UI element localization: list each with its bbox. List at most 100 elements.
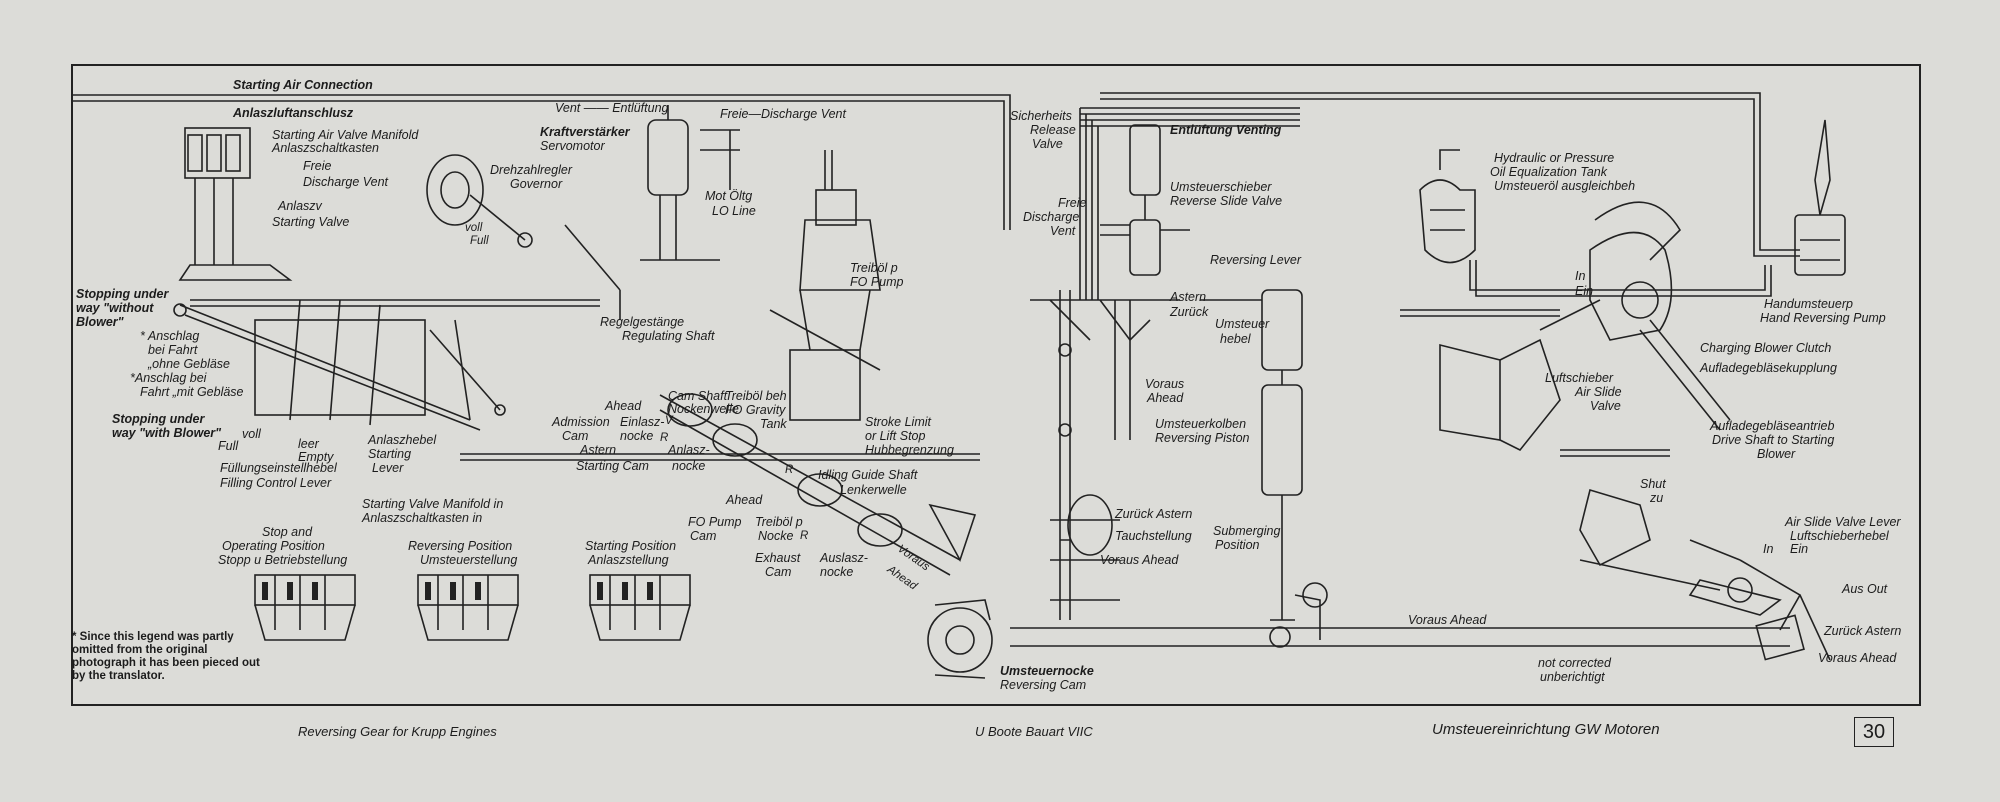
label-hydraulic-3: Umsteueröl ausgleichbeh <box>1494 179 1636 193</box>
label-anlasz-nocke: nocke <box>672 459 706 473</box>
label-reversing-position-1: Reversing Position <box>408 539 513 553</box>
regulating-shaft <box>190 299 600 307</box>
page-number: 30 <box>1854 717 1894 747</box>
label-reversing-position-2: Umsteuerstellung <box>420 553 518 567</box>
cam-shaft <box>659 394 961 576</box>
label-in-1: In <box>1575 269 1586 283</box>
label-fo-pump: FO Pump <box>850 275 904 289</box>
label-starting-air-valve-manifold: Starting Air Valve Manifold <box>272 128 419 142</box>
label-anlaszluftanschlusz: Anlaszluftanschlusz <box>233 106 354 120</box>
label-auslasz-nocke: nocke <box>820 565 854 579</box>
label-zuruck-1: Zurück <box>1170 305 1209 319</box>
label-aus-out: Aus Out <box>1842 582 1888 596</box>
label-drehzahlregler: Drehzahlregler <box>490 163 572 177</box>
label-starting-position-2: Anlaszstellung <box>588 553 669 567</box>
servomotor <box>647 119 689 196</box>
reversing-shaft <box>1010 627 1790 647</box>
label-cam-shaft: Cam Shaft <box>668 389 728 403</box>
label-umsteuerkolben: Umsteuerkolben <box>1155 417 1247 431</box>
label-zuruck-astern-2: Zurück Astern <box>1824 624 1902 638</box>
label-r-1: R <box>660 432 669 444</box>
label-nockenwelle: Nockenwelle <box>668 402 739 416</box>
label-handumsteuerp: Handumsteuerp <box>1764 297 1853 311</box>
label-r-2: R <box>785 464 794 476</box>
label-admission-cam: Cam <box>562 429 589 443</box>
label-lenkerwelle: Lenkerwelle <box>840 483 907 497</box>
label-regulating-shaft: Regulating Shaft <box>622 329 715 343</box>
label-voll-2: voll <box>242 427 261 441</box>
governor <box>426 154 484 226</box>
label-servomotor: Servomotor <box>540 139 605 153</box>
top-oil-line <box>1100 92 1800 257</box>
label-ein-1: Ein <box>1575 284 1594 298</box>
label-idling-guide-shaft: Idling Guide Shaft <box>818 468 918 482</box>
label-unberichtigt: unberichtigt <box>1540 670 1605 684</box>
label-v: V <box>665 415 673 427</box>
label-charging-blower-clutch: Charging Blower Clutch <box>1700 341 1832 355</box>
label-auslasz: Auslasz- <box>820 551 868 565</box>
hand-reversing-pump <box>1794 214 1846 276</box>
label-submerging: Submerging <box>1213 524 1281 538</box>
translator-note: * Since this legend was partly omitted f… <box>72 631 260 682</box>
label-voraus-1: Voraus <box>1145 377 1185 391</box>
label-voraus-ahead-shaft: Voraus Ahead <box>1408 613 1487 627</box>
label-tank: Tank <box>760 417 787 431</box>
caption-center: U Boote Bauart VIIC <box>975 724 1093 739</box>
label-hebel: hebel <box>1220 332 1251 346</box>
label-anschlag-mit-2: Fahrt „mit Gebläse <box>140 385 244 399</box>
label-einlasz: Einlasz- <box>620 415 665 429</box>
label-air-slide: Air Slide <box>1575 385 1622 399</box>
label-stop-position-1: Stop and <box>262 525 313 539</box>
label-stopping-without-3: Blower" <box>76 315 124 329</box>
fo-pump <box>799 219 881 291</box>
hydraulic-tank <box>1419 179 1476 264</box>
label-leer: leer <box>298 437 319 451</box>
label-valve: Valve <box>1032 137 1063 151</box>
label-lever: Lever <box>372 461 404 475</box>
label-in-2: In <box>1763 542 1774 556</box>
label-drive-shaft: Drive Shaft to Starting <box>1712 433 1835 447</box>
label-anschlag-ohne-2: bei Fahrt <box>148 343 198 357</box>
label-vent-entluftung: Vent —— Entlüftung <box>555 101 669 115</box>
label-sicherheits: Sicherheits <box>1010 109 1072 123</box>
label-vent-2: Vent <box>1050 224 1076 238</box>
label-entluftung-venting: Entlüftung Venting <box>1170 123 1282 137</box>
label-r-3: R <box>800 530 809 542</box>
caption-right: Umsteuereinrichtung GW Motoren <box>1432 721 1660 738</box>
label-fo-gravity: FO Gravity <box>725 403 786 417</box>
label-umsteuernocke: Umsteuernocke <box>1000 664 1094 678</box>
label-treibolbeh: Treiböl beh <box>725 389 787 403</box>
label-discharge-2: Discharge <box>1023 210 1080 224</box>
label-admission: Admission <box>552 415 610 429</box>
label-full-2: Full <box>218 439 239 453</box>
label-stopping-without-1: Stopping under <box>76 287 169 301</box>
label-lo-line: LO Line <box>712 204 756 218</box>
label-not-corrected: not corrected <box>1538 656 1611 670</box>
label-astern-2: Astern <box>1170 290 1207 304</box>
label-release: Release <box>1030 123 1076 137</box>
air-slide-valve <box>1439 343 1501 441</box>
reversing-position-diagram <box>417 574 519 641</box>
label-shut: Shut <box>1640 477 1666 491</box>
label-umsteuerschieber: Umsteuerschieber <box>1170 180 1272 194</box>
starting-air-line <box>72 94 1011 230</box>
filling-control-block <box>254 319 426 416</box>
label-governor: Governor <box>510 177 563 191</box>
label-blower: Blower <box>1757 447 1796 461</box>
label-reversing-lever: Reversing Lever <box>1210 253 1302 267</box>
label-luftschieberhebel: Luftschieberhebel <box>1790 529 1889 543</box>
label-starting: Starting <box>368 447 412 461</box>
label-tauchstellung: Tauchstellung <box>1115 529 1192 543</box>
label-filling-control-lever: Filling Control Lever <box>220 476 332 490</box>
label-fo-pump-cam-2: Cam <box>690 529 717 543</box>
label-stopping-with-2: way "with Blower" <box>112 426 222 440</box>
air-slide-valve-lever <box>1739 559 1831 661</box>
label-fullungseinstellhebel: Füllungseinstellhebel <box>220 461 337 475</box>
label-zu: zu <box>1650 491 1664 505</box>
starting-position-diagram <box>589 574 691 641</box>
label-hydraulic-1: Hydraulic or Pressure <box>1494 151 1615 165</box>
stop-operating-position-diagram <box>254 574 356 641</box>
label-freie-discharge-vent: Freie—Discharge Vent <box>720 107 846 121</box>
label-freie: Freie <box>303 159 332 173</box>
